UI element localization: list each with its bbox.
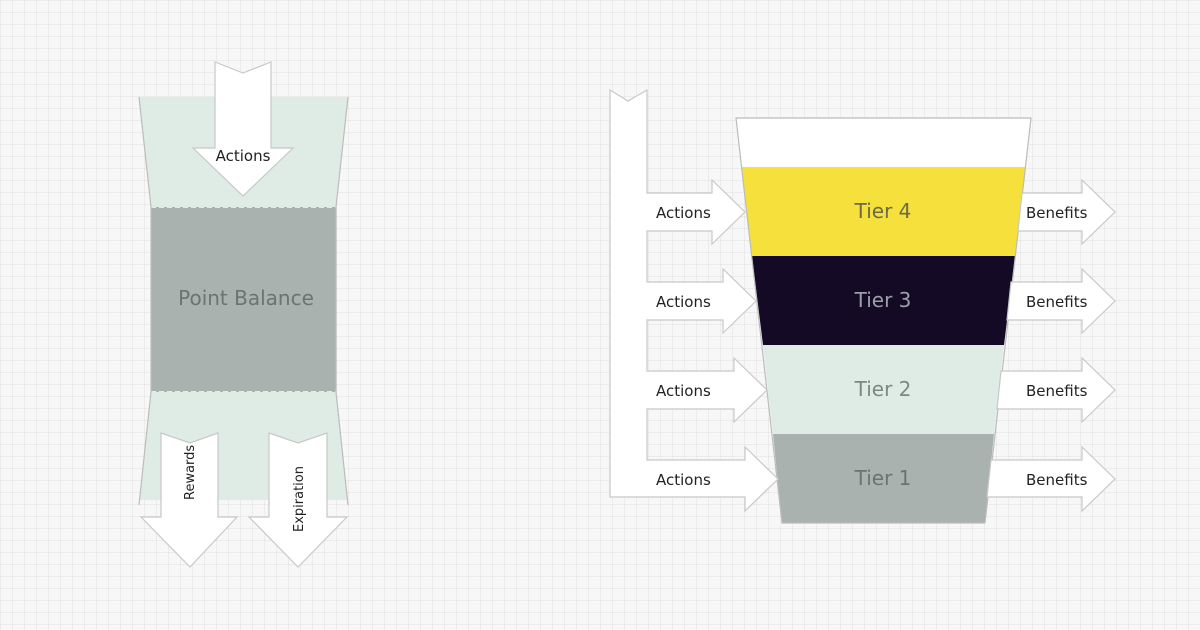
rewards-arrow — [139, 432, 239, 568]
tier-2-label: Tier 2 — [854, 377, 912, 401]
rewards-label: Rewards — [183, 445, 198, 500]
tier-1-benefits-label: Benefits — [1026, 471, 1088, 489]
input-actions-label: Actions — [216, 147, 271, 165]
tier-1-benefits-arrow — [986, 445, 1116, 513]
tier-2-band — [763, 345, 1004, 434]
container-left-edge — [138, 96, 152, 506]
tier-4-band — [741, 167, 1026, 256]
tier-1-band — [773, 434, 994, 523]
tier-1-actions-label: Actions — [656, 471, 711, 489]
actions-feed-arrow — [609, 88, 779, 513]
expiration-label: Expiration — [292, 466, 307, 532]
tier-4-label: Tier 4 — [854, 199, 912, 223]
tier-3-band — [752, 256, 1015, 345]
tier-2-actions-label: Actions — [656, 382, 711, 400]
actions-down-arrow — [191, 61, 295, 197]
expiration-arrow — [247, 432, 349, 568]
tier-funnel-diagram: Tier 4 Tier 3 Tier 2 Tier 1 Actions Acti… — [609, 88, 1116, 524]
tier-4-benefits-arrow — [1017, 178, 1116, 246]
tier-3-benefits-label: Benefits — [1026, 293, 1088, 311]
tier-3-actions-label: Actions — [656, 293, 711, 311]
tier-1-label: Tier 1 — [854, 466, 912, 490]
tier-4-benefits-label: Benefits — [1026, 204, 1088, 222]
funnel-outline — [735, 117, 1032, 524]
tier-2-benefits-label: Benefits — [1026, 382, 1088, 400]
funnel-top-area — [736, 118, 1031, 167]
balance-block — [151, 207, 336, 392]
balance-label: Point Balance — [178, 286, 314, 310]
tier-4-actions-label: Actions — [656, 204, 711, 222]
tier-3-label: Tier 3 — [854, 288, 912, 312]
tier-2-benefits-arrow — [996, 356, 1116, 424]
point-balance-diagram: Point Balance Actions Rewards Expiration — [138, 61, 349, 568]
tier-3-benefits-arrow — [1006, 267, 1116, 335]
container-right-edge — [335, 96, 349, 506]
